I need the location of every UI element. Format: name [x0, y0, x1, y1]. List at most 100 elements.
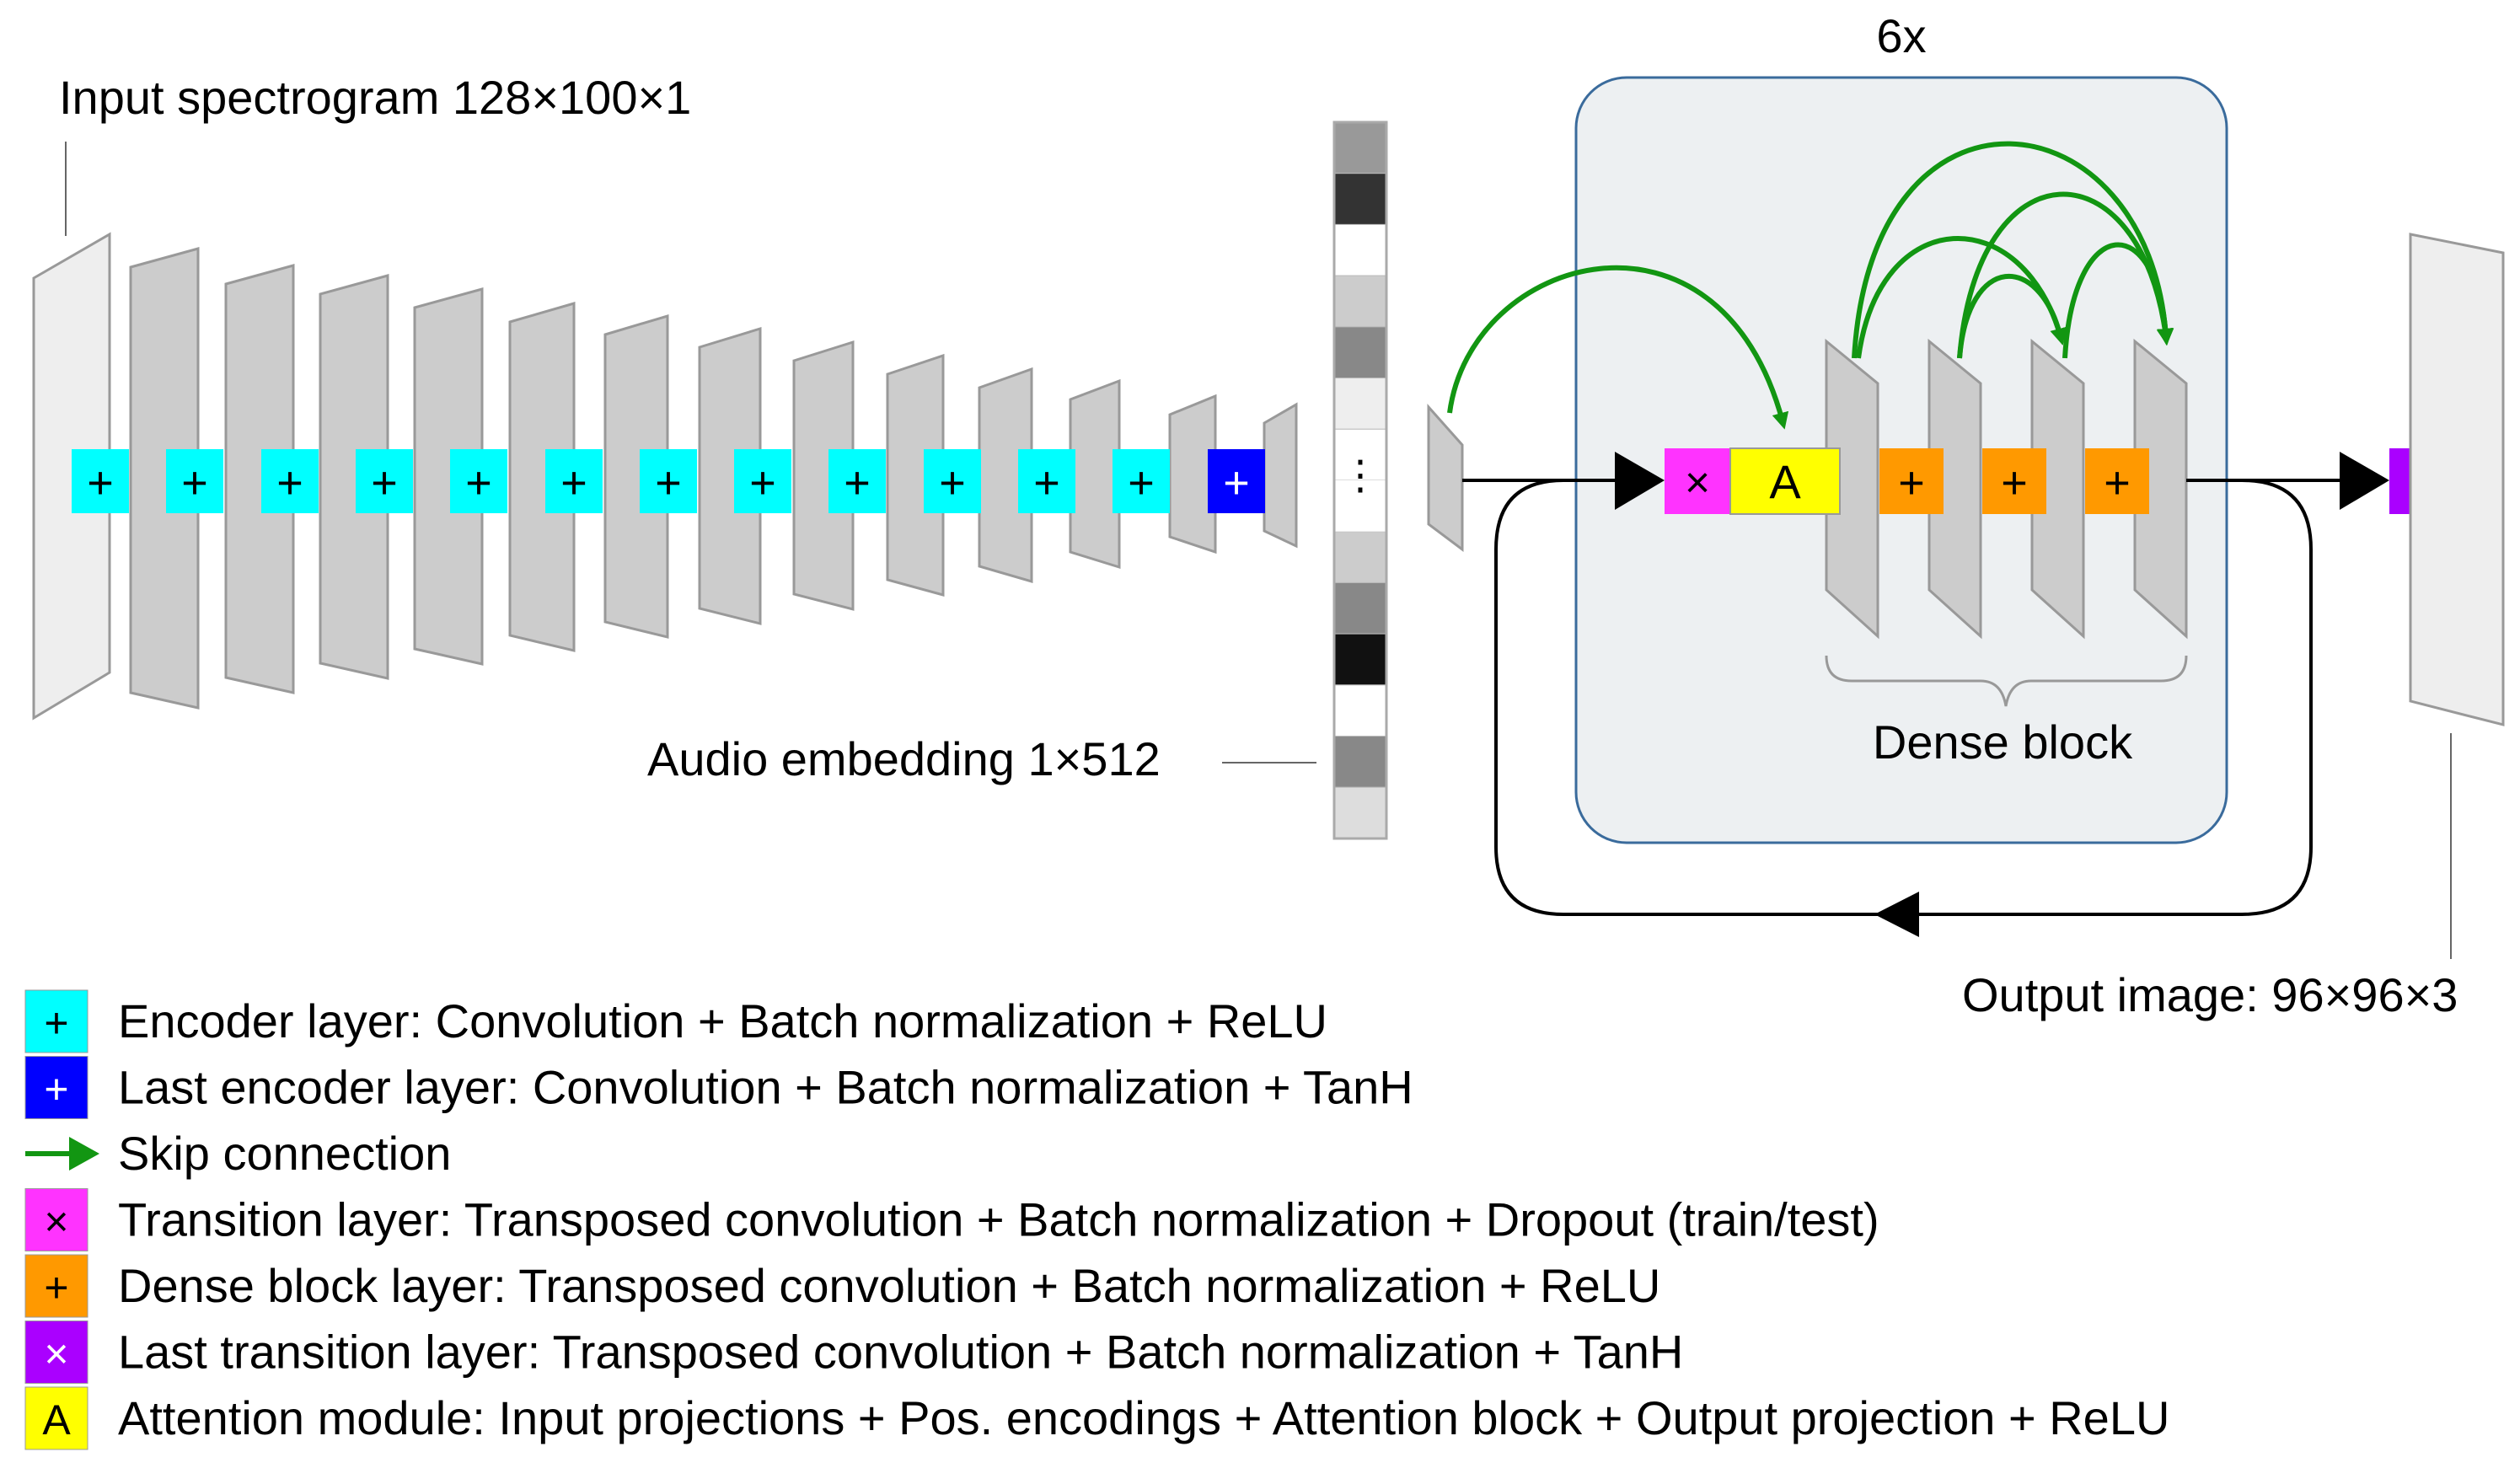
- encoder-layer-badge-4: [356, 449, 413, 513]
- dense-block-layer-icon: [24, 1254, 88, 1318]
- skip-connection-dense-3-4: [2062, 242, 2174, 359]
- last-encoder-layer-badge: [1208, 449, 1265, 513]
- dense-block-label: Dense block: [1873, 715, 2133, 769]
- dense-layer-badge-1: [1879, 448, 1944, 514]
- attention-module-symbol: A: [1769, 455, 1801, 508]
- last-encoder-layer-icon: [24, 1056, 88, 1119]
- repeat-count-label: 6x: [1876, 9, 1926, 62]
- transition-layer-badge: [1665, 448, 1730, 514]
- embedding-cell-2: [1333, 173, 1387, 225]
- decoder-input-arrowhead: [1615, 452, 1665, 510]
- encoder-layer-symbol-6: +: [560, 458, 587, 508]
- encoder: Input spectrogram 128×100×1 ++++++++++++…: [32, 71, 1298, 721]
- embedding-dots: ⋮: [1340, 453, 1381, 498]
- decoder-output-arrowhead: [2340, 452, 2389, 510]
- embedding-cell-11: [1333, 633, 1387, 686]
- embedding-cell-4: [1333, 275, 1387, 328]
- legend: + Encoder layer: Convolution + Batch norm…: [24, 989, 2169, 1450]
- encoder-layer-badge-8: [734, 449, 791, 513]
- encoder-layer-7: [698, 326, 762, 625]
- dense-layer-badge-2: [1982, 448, 2046, 514]
- embedding-cell-1: [1333, 121, 1387, 174]
- encoder-layer-badge-10: [924, 449, 981, 513]
- legend-label-4: Transition layer: Transposed convolution…: [118, 1193, 1879, 1246]
- encoder-layer-badge-1: [72, 449, 129, 513]
- legend-symbol-7: A: [42, 1396, 71, 1444]
- encoder-layers: [129, 247, 1298, 710]
- encoder-layer-badge-2: [166, 449, 223, 513]
- last-transition-layer-icon: [24, 1321, 88, 1384]
- loop-back-arrowhead: [1874, 892, 1919, 937]
- dense-layer-badge-3: [2085, 448, 2149, 514]
- legend-label-2: Last encoder layer: Convolution + Batch …: [118, 1061, 1413, 1114]
- encoder-layer-symbol-12: +: [1128, 458, 1155, 508]
- legend-symbol-5: +: [44, 1264, 68, 1311]
- attention-module-badge: [1729, 447, 1841, 515]
- embedding-cell-13: [1333, 736, 1387, 788]
- encoder-layer-13: [1263, 402, 1298, 549]
- encoder-layer-badges: + + + + + + + + + + + + +: [72, 449, 1265, 513]
- legend-label-6: Last transition layer: Transposed convol…: [118, 1326, 1683, 1379]
- encoder-layer-symbol-8: +: [749, 458, 776, 508]
- decoder-input-layer: [1427, 404, 1464, 552]
- audio-embedding-label: Audio embedding 1×512: [647, 732, 1161, 785]
- skip-arrow-head: [69, 1137, 99, 1171]
- encoder-layer-symbol-11: +: [1033, 458, 1060, 508]
- dense-block-brace: [1825, 655, 2188, 707]
- encoder-layer-1: [129, 247, 200, 710]
- last-encoder-layer-symbol: +: [1223, 458, 1250, 508]
- embedding-cell-7: [1333, 428, 1387, 481]
- embedding-cell-3: [1333, 223, 1387, 276]
- embedding-cell-5: [1333, 326, 1387, 379]
- encoder-layer-symbol-3: +: [276, 458, 303, 508]
- encoder-layer-badge-9: [828, 449, 886, 513]
- encoder-layer-symbol-7: +: [655, 458, 682, 508]
- legend-symbol-2: +: [44, 1066, 68, 1113]
- encoder-layer-2: [224, 264, 295, 694]
- output-image: [2409, 233, 2505, 726]
- embedding-cell-9: [1333, 531, 1387, 583]
- encoder-layer-6: [603, 313, 669, 639]
- attention-module-icon: [24, 1386, 88, 1450]
- dense-layer-symbol-1: +: [1898, 458, 1925, 508]
- audio-embedding: ⋮ Audio embedding 1×512: [647, 121, 1388, 840]
- encoder-layer-badge-11: [1018, 449, 1075, 513]
- encoder-layer-symbol-2: +: [181, 458, 208, 508]
- encoder-layer-icon: [24, 989, 88, 1053]
- legend-label-1: Encoder layer: Convolution + Batch norma…: [118, 994, 1327, 1047]
- encoder-layer-4: [413, 287, 484, 666]
- dense-layer-symbol-3: +: [2104, 458, 2131, 508]
- decoder: 6x × A + + + Dense block: [1427, 9, 2505, 1021]
- transition-layer-icon: [24, 1188, 88, 1251]
- embedding-cell-14: [1333, 786, 1387, 839]
- transition-layer-symbol: ×: [1685, 458, 1710, 507]
- encoder-layer-5: [508, 302, 576, 652]
- embedding-vector-border: [1332, 121, 1388, 840]
- dense-layer-symbol-2: +: [2001, 458, 2028, 508]
- embedding-cell-10: [1333, 581, 1387, 635]
- skip-connection-dense-1-4: [1852, 141, 2174, 359]
- encoder-layer-11: [1069, 378, 1121, 570]
- encoder-layer-badge-12: [1113, 449, 1170, 513]
- embedding-vector: [1333, 121, 1387, 839]
- encoder-layer-symbol-1: +: [87, 458, 114, 508]
- skip-connection-to-attention: [1447, 265, 1789, 430]
- encoder-layer-badge-3: [261, 449, 319, 513]
- encoder-layer-symbol-4: +: [371, 458, 398, 508]
- input-spectrogram-label: Input spectrogram 128×100×1: [59, 71, 691, 124]
- output-image-label: Output image: 96×96×3: [1962, 968, 2458, 1021]
- encoder-layer-symbol-9: +: [844, 458, 871, 508]
- encoder-layer-badge-7: [640, 449, 697, 513]
- legend-label-5: Dense block layer: Transposed convolutio…: [118, 1259, 1660, 1312]
- encoder-layer-badge-6: [545, 449, 603, 513]
- encoder-layer-badge-5: [450, 449, 507, 513]
- embedding-cell-6: [1333, 378, 1387, 430]
- embedding-dots-cell: [1334, 480, 1386, 532]
- encoder-layer-8: [792, 340, 855, 611]
- legend-symbol-1: +: [44, 999, 68, 1047]
- encoder-layer-symbol-5: +: [465, 458, 492, 508]
- encoder-layer-symbol-10: +: [939, 458, 966, 508]
- encoder-layer-9: [886, 353, 945, 597]
- skip-connection-arrow-icon: [25, 1137, 99, 1171]
